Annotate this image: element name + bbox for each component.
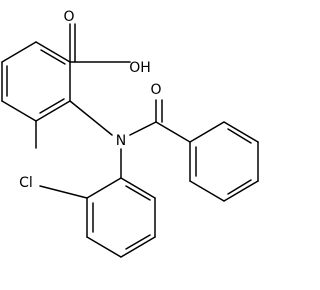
ring-inner-double-bond (40, 49, 66, 65)
phenyl-ring-bond (223, 180, 259, 202)
chlorine-label: Cl (19, 175, 33, 191)
chlorophenyl-ring-bond (120, 177, 156, 199)
ring-bond (1, 100, 37, 122)
chemical-structure-diagram: O OH O N Cl (1, 9, 259, 258)
chlorophenyl-ring-bond (120, 236, 156, 258)
atom-labels: O OH O N Cl (19, 9, 161, 191)
phenyl-inner-double-bond (227, 179, 252, 195)
hydroxyl-label: OH (129, 60, 151, 76)
ring-bond (35, 100, 71, 122)
ring-bond (35, 41, 71, 63)
ring-bond (1, 41, 37, 63)
ring-inner-double-bond (39, 98, 65, 114)
chlorophenyl-ring-bond (86, 177, 122, 199)
carbonyl-phenyl-bond (155, 121, 191, 143)
chlorophenyl-inner-double-bond (125, 234, 151, 250)
phenyl-ring-bond (189, 180, 225, 202)
nitrogen-label: N (116, 133, 126, 149)
carboxylic-carbonyl-oxygen-label: O (63, 9, 74, 25)
chlorophenyl-ring-bond (86, 236, 122, 258)
phenyl-ring-bond (189, 121, 225, 143)
amide-carbonyl-oxygen-label: O (150, 82, 161, 98)
chlorine-bond (39, 185, 88, 199)
phenyl-inner-double-bond (227, 128, 252, 144)
bond-lines (1, 23, 259, 258)
chlorophenyl-inner-double-bond (125, 185, 151, 201)
n-carbonyl-bond (129, 121, 157, 136)
phenyl-ring-bond (223, 121, 259, 143)
c-n-bond (69, 100, 113, 136)
